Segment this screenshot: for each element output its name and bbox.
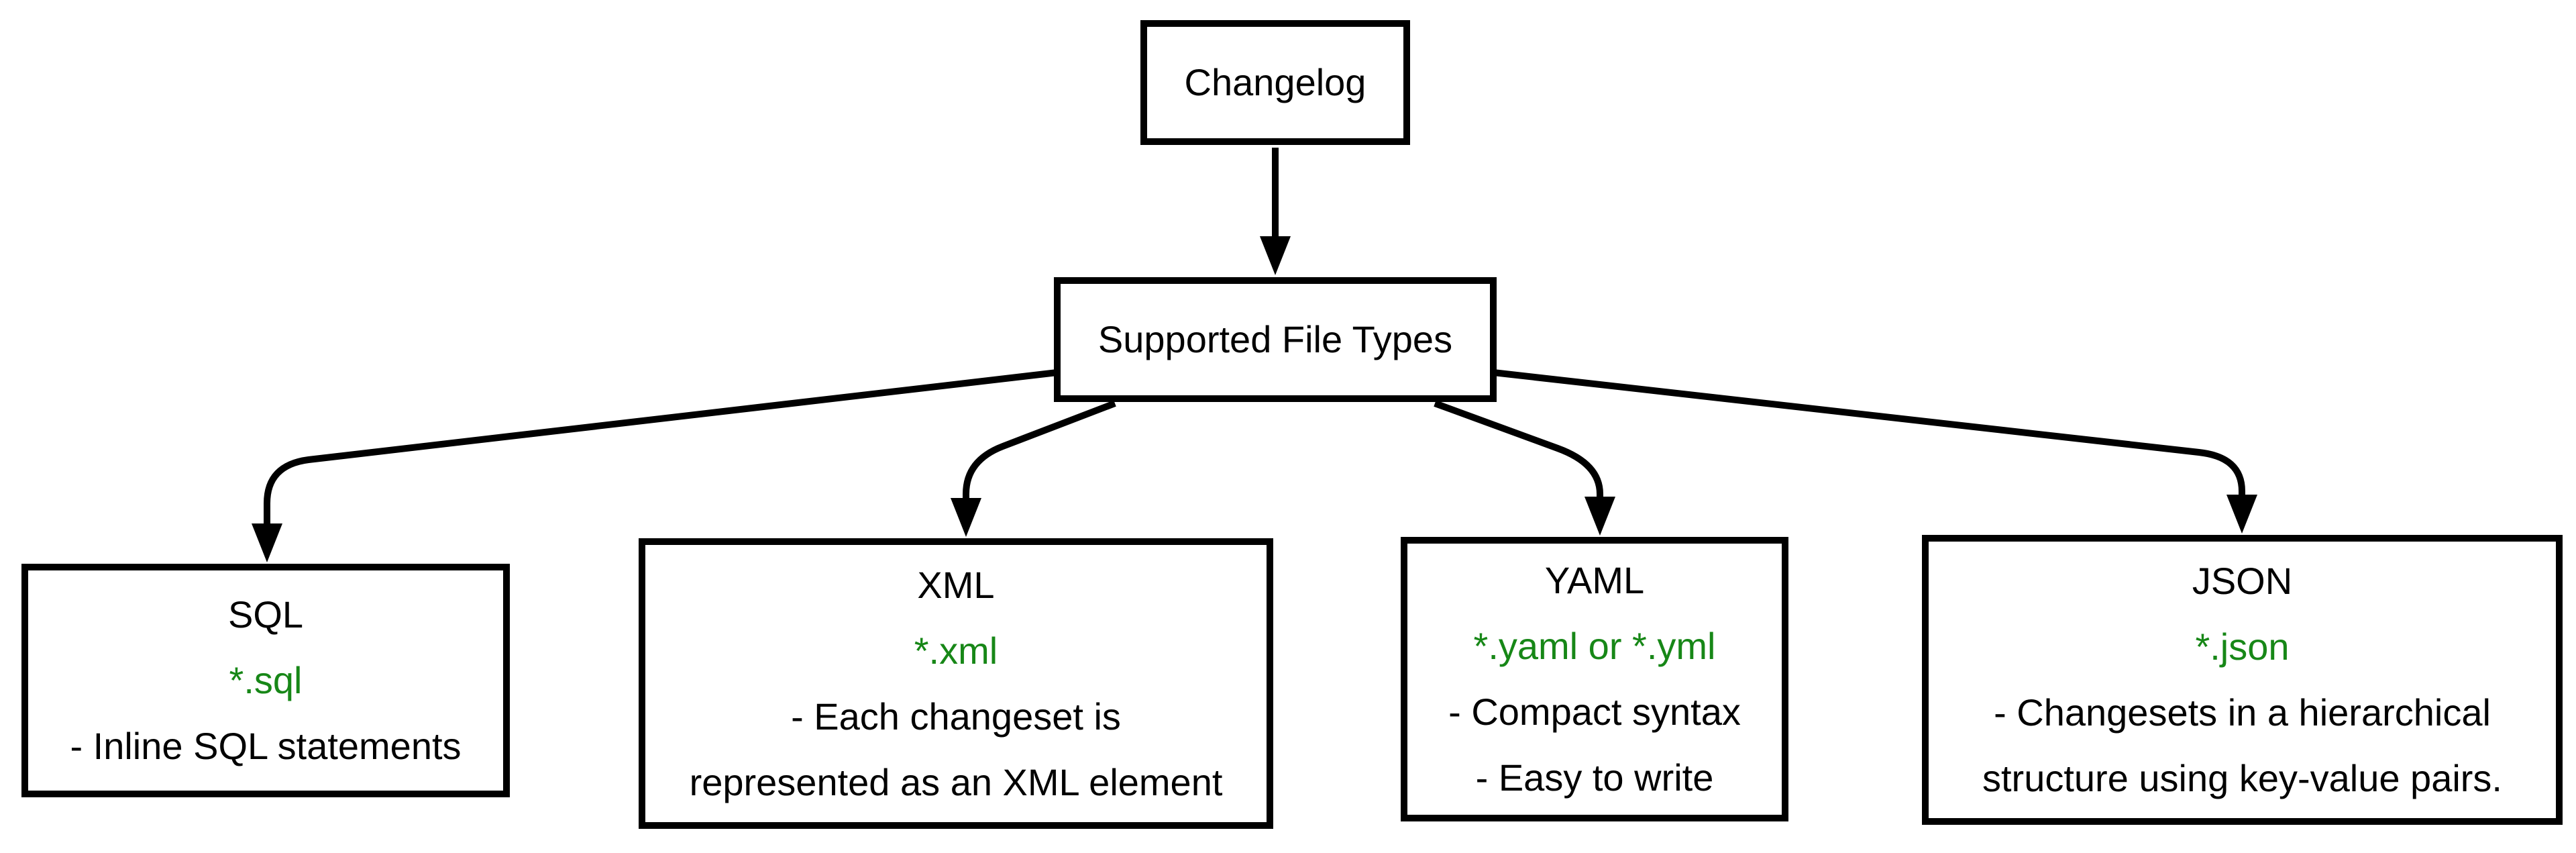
arrowhead-supported bbox=[1260, 236, 1291, 275]
node-sql-extension: *.sql bbox=[229, 659, 303, 701]
node-json-detail: - Changesets in a hierarchical bbox=[1994, 691, 2491, 734]
arrowhead-yaml bbox=[1585, 497, 1615, 536]
node-xml-extension: *.xml bbox=[914, 629, 998, 672]
node-yaml-extension: *.yaml or *.yml bbox=[1473, 625, 1716, 667]
node-changelog: Changelog bbox=[1140, 20, 1410, 145]
node-json-detail-continued: structure using key-value pairs. bbox=[1982, 757, 2502, 799]
node-xml-detail-continued: represented as an XML element bbox=[689, 760, 1223, 803]
node-sql-detail: - Inline SQL statements bbox=[70, 725, 462, 767]
node-yaml-detail-2: - Easy to write bbox=[1475, 756, 1714, 799]
node-xml-title: XML bbox=[917, 563, 995, 606]
edge-supported-to-yaml bbox=[1434, 400, 1603, 498]
node-sql: SQL *.sql - Inline SQL statements bbox=[21, 564, 510, 797]
node-changelog-label: Changelog bbox=[1184, 61, 1366, 103]
node-yaml-detail-1: - Compact syntax bbox=[1448, 691, 1741, 733]
node-sql-title: SQL bbox=[227, 593, 304, 636]
node-supported-file-types-label: Supported File Types bbox=[1097, 318, 1453, 360]
node-json: JSON *.json - Changesets in a hierarchic… bbox=[1922, 535, 2563, 825]
node-supported-file-types: Supported File Types bbox=[1054, 277, 1497, 402]
node-yaml-title: YAML bbox=[1544, 559, 1645, 601]
node-json-title: JSON bbox=[2192, 560, 2293, 602]
node-xml: XML *.xml - Each changeset is represente… bbox=[639, 538, 1273, 829]
node-yaml: YAML *.yaml or *.yml - Compact syntax - … bbox=[1401, 537, 1788, 821]
node-json-extension: *.json bbox=[2195, 625, 2290, 668]
arrowhead-sql bbox=[252, 523, 282, 562]
node-xml-detail: - Each changeset is bbox=[791, 695, 1121, 738]
arrowhead-xml bbox=[951, 498, 981, 537]
edge-supported-to-sql bbox=[264, 369, 1058, 525]
arrowhead-json bbox=[2226, 495, 2257, 534]
edge-supported-to-xml bbox=[963, 400, 1116, 499]
edge-supported-to-json bbox=[1493, 369, 2245, 497]
